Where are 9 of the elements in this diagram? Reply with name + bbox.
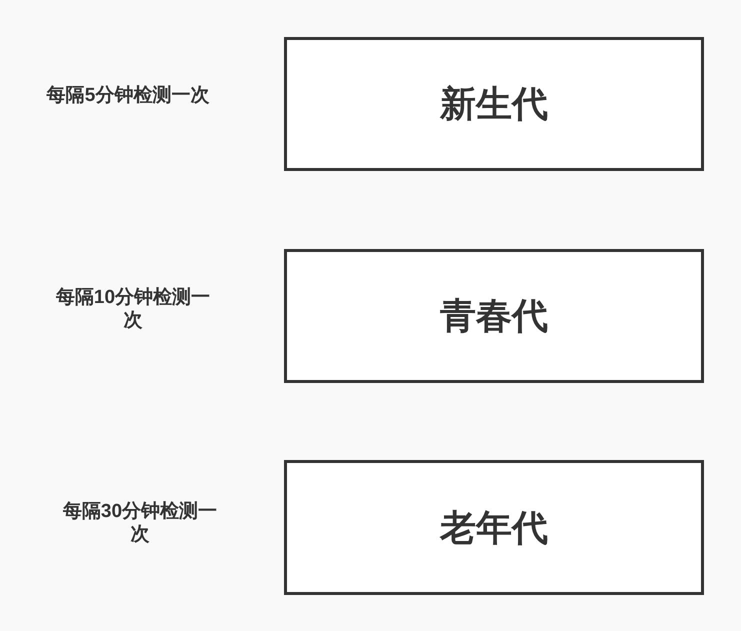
process-box (284, 37, 704, 171)
process-box (284, 460, 704, 595)
note-text: 每隔5分钟检测一次 (46, 84, 210, 107)
note-text: 每隔10分钟检测一次 (54, 286, 212, 332)
box-title: 新生代 (440, 82, 548, 126)
note-text: 每隔30分钟检测一次 (62, 500, 218, 546)
process-box (284, 249, 704, 383)
box-title: 老年代 (440, 506, 548, 550)
box-title: 青春代 (440, 294, 548, 338)
